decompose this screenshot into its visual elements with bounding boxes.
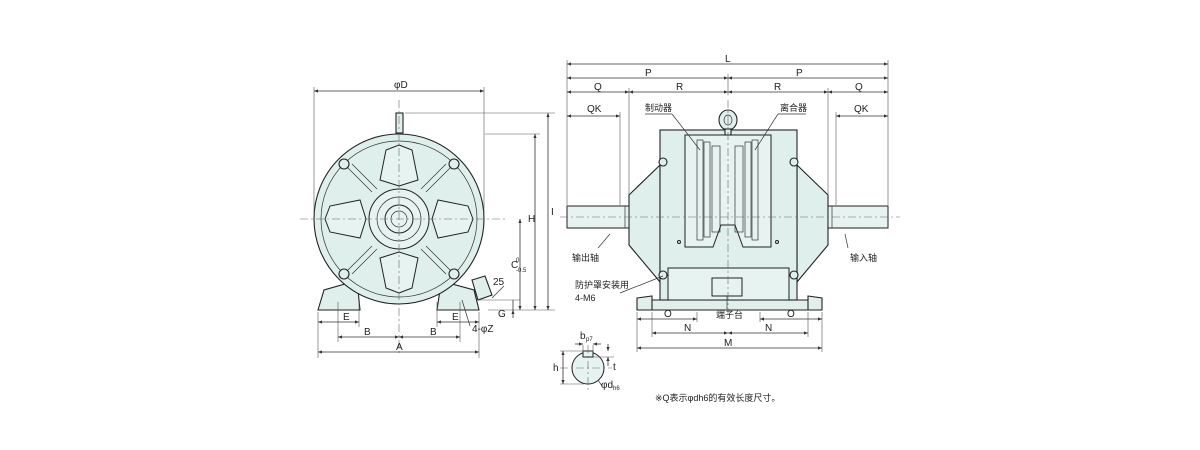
side-terminal-box <box>711 277 743 297</box>
dim-B-left: B <box>364 327 371 338</box>
dim-C: C <box>511 260 518 271</box>
dim-h: h <box>553 363 559 374</box>
dim-4Z: 4-φZ <box>472 324 493 335</box>
label-guard-mount: 防护罩安装用 <box>575 279 629 290</box>
side-base <box>636 295 823 311</box>
dim-N-right: N <box>765 323 772 334</box>
footnote: ※Q表示φdh6的有效长度尺寸。 <box>655 392 780 403</box>
dim-O-right: O <box>787 309 795 320</box>
dim-P-right: P <box>796 68 803 79</box>
front-bolts <box>338 158 460 280</box>
dim-G: G <box>498 309 506 320</box>
dim-b: b <box>580 331 586 342</box>
label-terminal: 端子台 <box>716 309 743 320</box>
label-brake: 制动器 <box>645 102 672 113</box>
svg-text:-0.5: -0.5 <box>516 268 527 274</box>
dim-M: M <box>724 338 732 349</box>
dim-B-right: B <box>430 327 437 338</box>
side-view: L P P Q R R Q QK QK 制动器 离合器 输出轴 <box>560 54 900 352</box>
side-right-housing <box>796 163 829 284</box>
label-output-shaft: 输出轴 <box>572 252 599 263</box>
dim-QK-right: QK <box>854 104 869 115</box>
dim-H: H <box>528 214 535 225</box>
dim-R-right: R <box>774 82 781 93</box>
dim-t: t <box>613 362 616 373</box>
dim-R-left: R <box>676 82 683 93</box>
dim-N-left: N <box>684 323 691 334</box>
dim-phid: φd <box>601 380 613 391</box>
front-top-lug <box>395 112 404 134</box>
dim-E-left: E <box>343 312 350 323</box>
dim-L: L <box>725 54 731 65</box>
label-clutch: 离合器 <box>780 102 807 113</box>
front-view: φD I H C 0 -0.5 G 25 4-φZ E E <box>300 80 555 358</box>
svg-text:h6: h6 <box>613 386 620 392</box>
dim-O-left: O <box>664 309 672 320</box>
side-discs <box>696 139 759 241</box>
dim-A: A <box>396 342 403 353</box>
label-guard-bolts: 4-M6 <box>575 293 596 303</box>
side-left-housing <box>628 163 661 284</box>
label-input-shaft: 输入轴 <box>850 252 877 263</box>
dim-25: 25 <box>493 277 505 288</box>
svg-text:0: 0 <box>516 258 520 264</box>
dim-I: I <box>551 207 554 218</box>
dim-phiD: φD <box>394 80 408 91</box>
dim-E-right: E <box>452 312 459 323</box>
dim-P-left: P <box>645 68 652 79</box>
dim-Q-left: Q <box>594 82 602 93</box>
front-terminal-box <box>471 275 493 301</box>
dim-Q-right: Q <box>855 82 863 93</box>
dim-QK-left: QK <box>587 104 602 115</box>
shaft-section-detail: b p7 h t φd h6 <box>553 331 620 392</box>
svg-text:p7: p7 <box>586 337 593 343</box>
